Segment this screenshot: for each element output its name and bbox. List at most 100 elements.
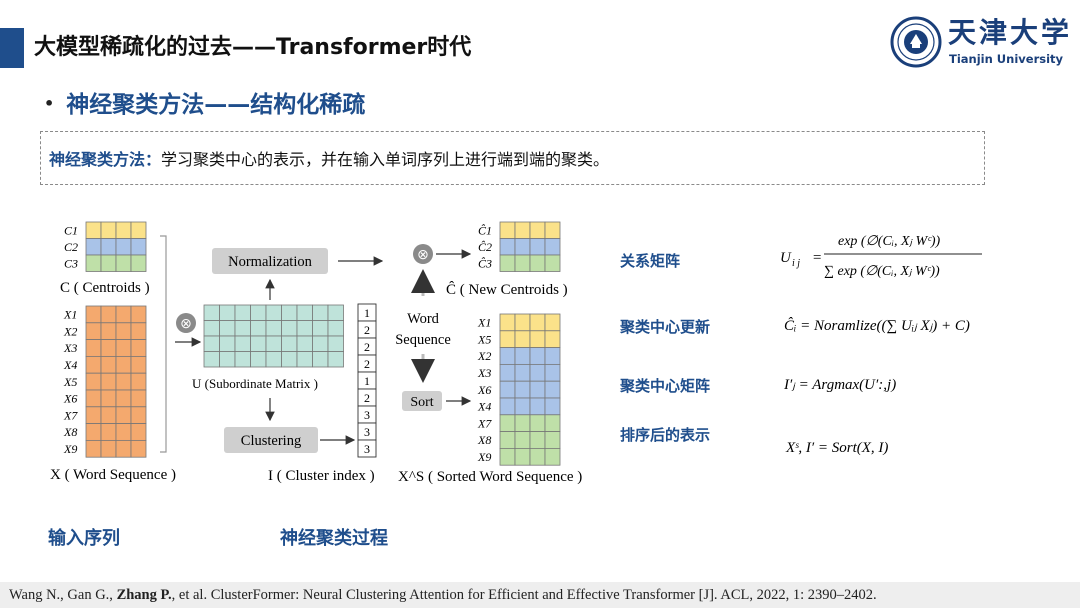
- subordinate-cell: [250, 335, 267, 352]
- sorted-sequence-caption: X^S ( Sorted Word Sequence ): [398, 469, 582, 485]
- bullet-icon: •: [44, 94, 55, 113]
- sorted-cell: [499, 397, 516, 416]
- relation-matrix-label: 关系矩阵: [620, 252, 681, 270]
- word-cell: [85, 322, 102, 340]
- centroid-cell: [85, 221, 102, 239]
- centroid-cell: [115, 221, 132, 239]
- centroid-update-label: 聚类中心更新: [620, 318, 711, 336]
- subordinate-cell: [327, 320, 344, 337]
- subordinate-cell: [327, 304, 344, 321]
- relation-lhs: U: [780, 250, 792, 266]
- word-label: X8: [63, 425, 77, 439]
- definition-body: 学习聚类中心的表示，并在输入单词序列上进行端到端的聚类。: [161, 150, 610, 169]
- matrix-equation: I′ⱼ = Argmax(U′:,j): [783, 377, 896, 393]
- clustering-label: Clustering: [241, 433, 301, 449]
- cluster-index-value: 3: [364, 425, 370, 439]
- word-label: X3: [63, 341, 77, 355]
- subordinate-cell: [312, 320, 329, 337]
- new-centroid-matrix: [499, 221, 561, 272]
- centroid-cell: [130, 254, 147, 272]
- sorted-cell: [529, 363, 546, 382]
- logo-name-cn: 天津大学: [948, 16, 1073, 49]
- centroid-matrix: [85, 221, 147, 272]
- centroid-label: C1: [64, 223, 78, 237]
- subordinate-matrix: [203, 304, 344, 368]
- new-centroids-caption: Ĉ ( New Centroids ): [446, 281, 568, 298]
- sorted-label: X8: [477, 433, 491, 447]
- definition-box: 神经聚类方法：学习聚类中心的表示，并在输入单词序列上进行端到端的聚类。: [40, 131, 985, 185]
- university-seal-icon: [890, 16, 942, 68]
- subordinate-cell: [281, 335, 298, 352]
- sorted-cell: [499, 380, 516, 399]
- subordinate-cell: [234, 304, 251, 321]
- word-cell: [100, 423, 117, 441]
- relation-lhs-sub: i j: [792, 258, 800, 269]
- centroid-cell: [100, 221, 117, 239]
- sorted-cell: [499, 414, 516, 432]
- relation-denominator: ∑ exp (∅(Cᵢ, Xⱼ Wᶜ)): [824, 264, 940, 279]
- subordinate-cell: [250, 304, 267, 321]
- word-cell: [85, 439, 102, 458]
- sorted-label: X5: [477, 332, 491, 346]
- word-cell: [130, 372, 147, 391]
- word-cell: [115, 355, 132, 374]
- centroid-label: C2: [64, 240, 78, 254]
- new-centroid-cell: [529, 221, 546, 239]
- sorted-cell: [514, 313, 531, 332]
- subordinate-cell: [265, 304, 282, 321]
- subordinate-cell: [219, 320, 236, 337]
- new-centroid-label: Ĉ2: [478, 240, 492, 254]
- sorted-cell: [529, 447, 546, 466]
- word-label: X9: [63, 442, 77, 456]
- sorted-cell: [529, 414, 546, 432]
- subordinate-cell: [250, 320, 267, 337]
- sorted-cell: [499, 313, 516, 332]
- sorted-cell: [544, 380, 561, 399]
- new-centroid-cell: [544, 221, 561, 239]
- word-cell: [130, 406, 147, 424]
- word-cell: [100, 305, 117, 324]
- sorted-label: X7: [477, 416, 492, 430]
- subordinate-cell: [234, 351, 251, 368]
- new-centroid-label: Ĉ1: [478, 223, 492, 237]
- multiply-symbol-1: ⊗: [180, 317, 192, 332]
- word-cell: [115, 439, 132, 458]
- multiply-circle-2: [413, 244, 433, 264]
- subordinate-cell: [250, 351, 267, 368]
- sorted-cell: [544, 431, 561, 449]
- title-accent-bar: [0, 28, 24, 68]
- sorted-cell: [529, 380, 546, 399]
- sorted-cell: [499, 447, 516, 466]
- section-subtitle: •神经聚类方法——结构化稀疏: [44, 86, 365, 123]
- new-centroid-cell: [499, 221, 516, 239]
- citation-prefix: Wang N., Gan G.,: [9, 587, 117, 603]
- new-centroid-cell: [514, 221, 531, 239]
- word-cell: [115, 372, 132, 391]
- clustering-process-label: 神经聚类过程: [280, 528, 388, 549]
- cluster-index-value: 2: [364, 391, 370, 405]
- new-centroid-cell: [544, 238, 561, 256]
- centroid-cell: [115, 254, 132, 272]
- word-cell: [100, 372, 117, 391]
- sorted-label: X6: [477, 383, 491, 397]
- word-cell: [85, 423, 102, 441]
- word-cell: [115, 305, 132, 324]
- cluster-index-value: 1: [364, 306, 370, 320]
- subordinate-cell: [234, 335, 251, 352]
- subordinate-cell: [296, 304, 313, 321]
- word-sequence-caption: X ( Word Sequence ): [50, 467, 176, 483]
- normalization-box: [212, 248, 328, 274]
- sorted-label: X9: [477, 450, 491, 464]
- sorted-label: X3: [477, 366, 491, 380]
- matrix-formula: I′ⱼ = Argmax(U′:,j): [783, 377, 896, 393]
- subordinate-cell: [219, 351, 236, 368]
- word-cell: [130, 305, 147, 324]
- sorted-cell: [529, 330, 546, 348]
- sorted-cell: [529, 347, 546, 365]
- word-cell: [85, 406, 102, 424]
- word-label: X4: [63, 358, 77, 372]
- logo-name-en: Tianjin University: [949, 52, 1064, 66]
- centroid-matrix-label: 聚类中心矩阵: [620, 377, 711, 395]
- word-cell: [130, 439, 147, 458]
